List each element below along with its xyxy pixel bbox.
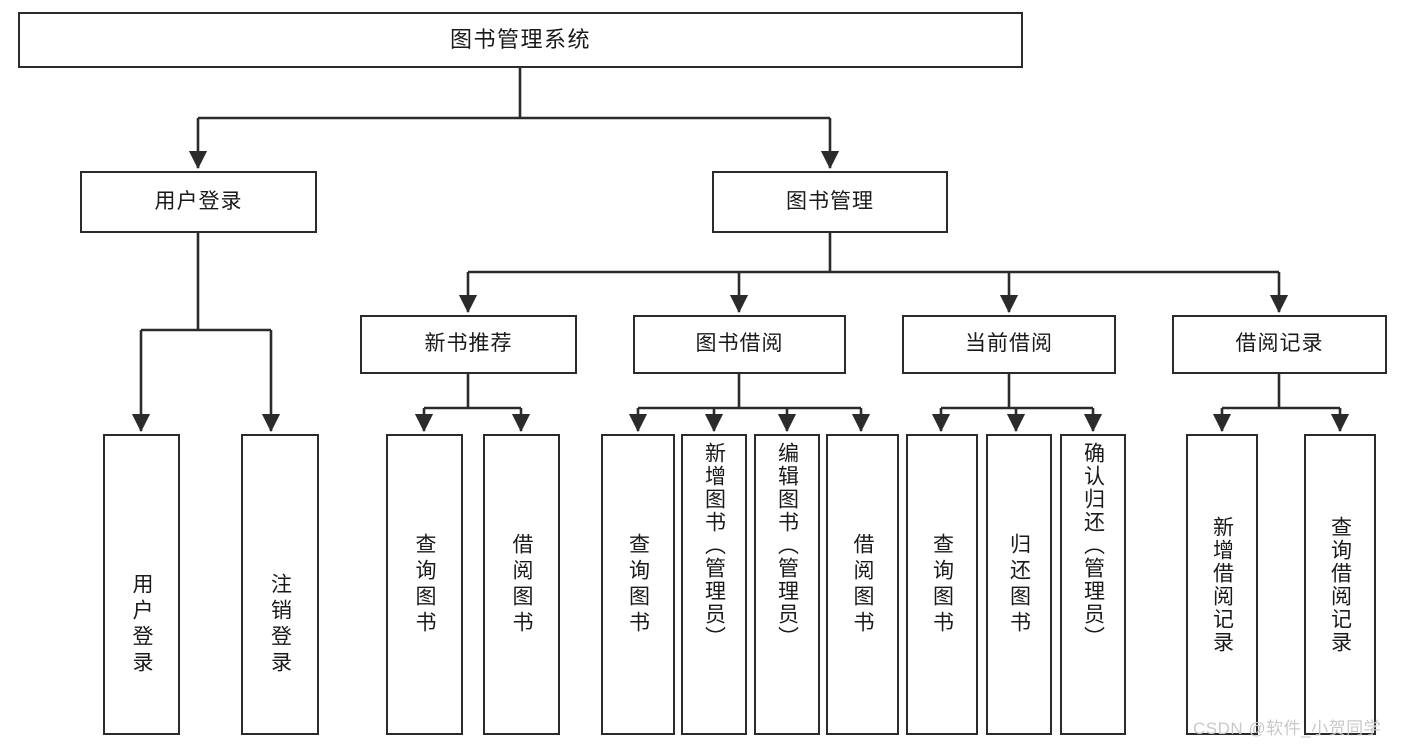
leaf-query-record[interactable]: 查询借阅记录 (1304, 434, 1376, 735)
node-borrow-record-label: 借阅记录 (1235, 332, 1324, 356)
node-current-borrow-label: 当前借阅 (965, 332, 1053, 356)
leaf-query-book-3-label: 查询图书 (930, 532, 954, 637)
leaf-borrow-book-1[interactable]: 借阅图书 (483, 434, 560, 735)
leaf-user-login-label: 用户登录 (130, 573, 153, 677)
leaf-query-book-1-label: 查询图书 (413, 532, 436, 637)
leaf-edit-book-label: 编辑图书（管理员） (775, 442, 799, 649)
node-current-borrow[interactable]: 当前借阅 (902, 315, 1116, 374)
leaf-logout-login[interactable]: 注销登录 (241, 434, 319, 735)
leaf-query-book-2-label: 查询图书 (626, 532, 650, 637)
leaf-confirm-return[interactable]: 确认归还（管理员） (1060, 434, 1126, 735)
node-root-label: 图书管理系统 (449, 27, 591, 53)
node-book-borrow-label: 图书借阅 (695, 332, 784, 356)
node-root[interactable]: 图书管理系统 (18, 12, 1023, 68)
node-book-manage-label: 图书管理 (786, 189, 874, 213)
leaf-user-login[interactable]: 用户登录 (103, 434, 180, 735)
leaf-add-record-label: 新增借阅记录 (1210, 515, 1234, 654)
leaf-add-book-label: 新增图书（管理员） (702, 442, 726, 649)
leaf-borrow-book-1-label: 借阅图书 (510, 532, 533, 637)
leaf-query-book-1[interactable]: 查询图书 (386, 434, 463, 735)
node-book-manage[interactable]: 图书管理 (712, 171, 948, 233)
leaf-add-record[interactable]: 新增借阅记录 (1186, 434, 1258, 735)
node-new-book-recommend-label: 新书推荐 (424, 332, 513, 356)
node-user-login[interactable]: 用户登录 (80, 171, 317, 233)
node-user-login-label: 用户登录 (154, 189, 243, 213)
leaf-return-book-label: 归还图书 (1007, 532, 1031, 637)
node-new-book-recommend[interactable]: 新书推荐 (360, 315, 577, 374)
leaf-add-book[interactable]: 新增图书（管理员） (681, 434, 747, 735)
leaf-query-record-label: 查询借阅记录 (1328, 515, 1352, 654)
leaf-confirm-return-label: 确认归还（管理员） (1081, 442, 1105, 649)
leaf-query-book-2[interactable]: 查询图书 (601, 434, 675, 735)
leaf-logout-login-label: 注销登录 (268, 573, 292, 677)
leaf-edit-book[interactable]: 编辑图书（管理员） (754, 434, 820, 735)
leaf-query-book-3[interactable]: 查询图书 (906, 434, 978, 735)
node-book-borrow[interactable]: 图书借阅 (633, 315, 846, 374)
watermark: CSDN @软件_小贺同学 (1193, 719, 1382, 738)
leaf-borrow-book-2-label: 借阅图书 (851, 532, 874, 637)
node-borrow-record[interactable]: 借阅记录 (1172, 315, 1387, 374)
leaf-borrow-book-2[interactable]: 借阅图书 (826, 434, 899, 735)
leaf-return-book[interactable]: 归还图书 (986, 434, 1052, 735)
